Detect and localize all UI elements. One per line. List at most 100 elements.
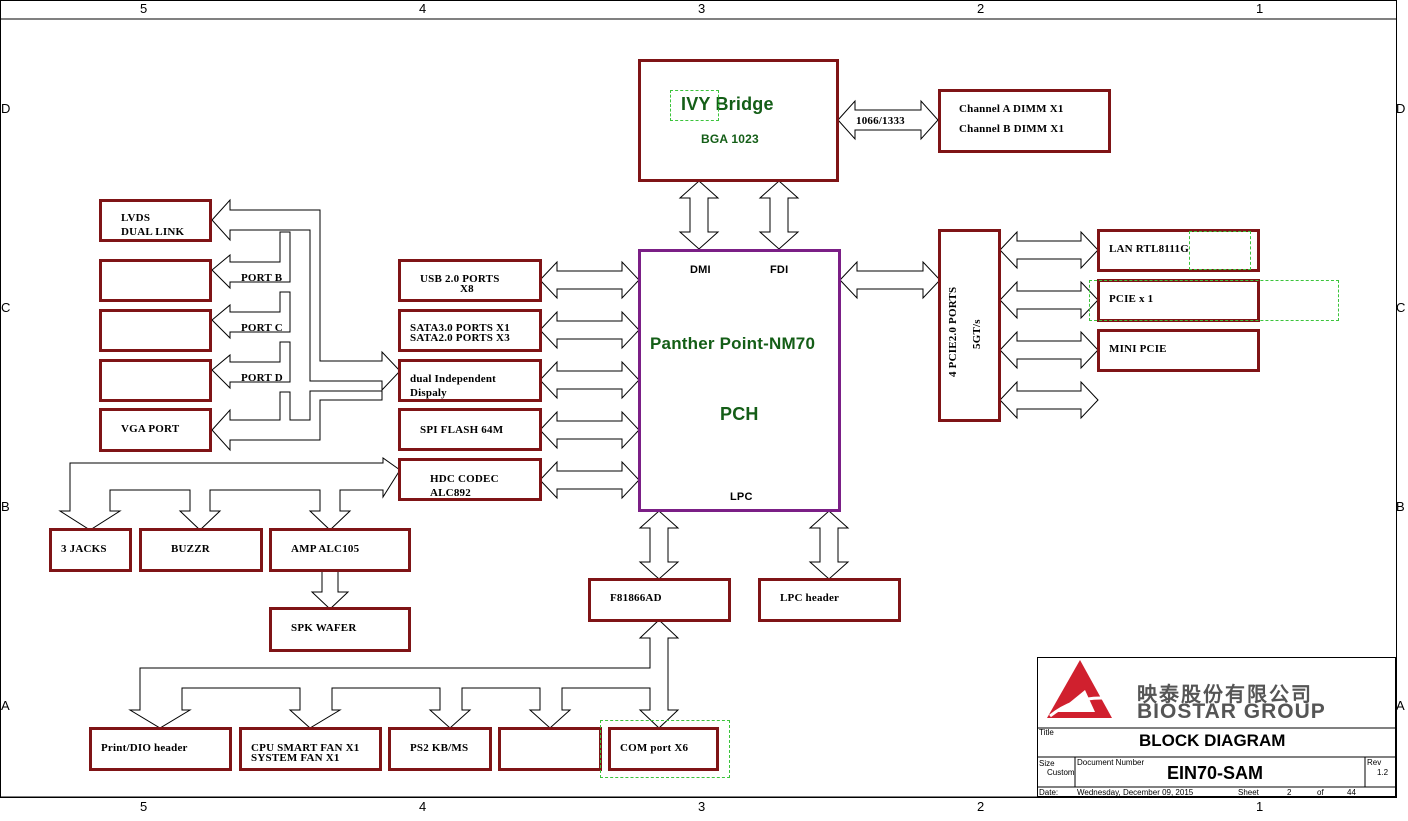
sata2-label: SATA2.0 PORTS X3 <box>410 332 510 344</box>
pch-name: Panther Point-NM70 <box>650 334 816 353</box>
system-fan-label: SYSTEM FAN X1 <box>251 752 340 764</box>
pcie-x1-block[interactable]: PCIE x 1 <box>1097 279 1260 322</box>
ps2-block[interactable]: PS2 KB/MS <box>388 727 492 771</box>
ruler-right-d: D <box>1396 101 1406 116</box>
memory-speed: 1066/1333 <box>856 115 905 127</box>
hdc-codec-label: HDC CODEC <box>430 473 499 485</box>
rev-value: 1.2 <box>1377 768 1389 777</box>
port-d-block[interactable] <box>99 359 212 402</box>
arrow-port-c <box>211 291 291 340</box>
amp-block[interactable]: AMP ALC105 <box>269 528 411 572</box>
cpu-name: IVY Bridge <box>681 94 774 114</box>
spi-flash-block[interactable]: SPI FLASH 64M <box>398 408 542 451</box>
ruler-left-c: C <box>1 300 11 315</box>
ruler-top-5: 5 <box>140 1 148 16</box>
vga-port-block[interactable]: VGA PORT <box>99 408 212 452</box>
ruler-left-b: B <box>1 499 10 514</box>
speaker-wafer-block[interactable]: SPK WAFER <box>269 607 411 652</box>
cpu-fan-label: CPU SMART FAN X1 <box>251 742 360 754</box>
lvds-label: LVDS <box>121 212 151 224</box>
speaker-wafer-label: SPK WAFER <box>291 622 357 634</box>
lvds-block[interactable]: LVDS DUAL LINK <box>99 199 212 242</box>
biostar-logo-icon <box>1047 660 1121 718</box>
sheet-caption: Sheet <box>1238 788 1259 797</box>
mini-pcie-label: MINI PCIE <box>1109 343 1167 355</box>
spi-flash-label: SPI FLASH 64M <box>420 424 504 436</box>
usb-ports-label: USB 2.0 PORTS <box>420 273 500 285</box>
com-port-label: COM port X6 <box>620 742 689 754</box>
sheet-number: 2 <box>1287 788 1292 797</box>
arrow-pcie-spare <box>999 380 1099 420</box>
ruler-top-3: 3 <box>698 1 706 16</box>
buzzer-block[interactable]: BUZZR <box>139 528 263 572</box>
ruler-left-a: A <box>1 698 10 713</box>
ps2-label: PS2 KB/MS <box>410 742 469 754</box>
hdc-codec-block[interactable]: HDC CODEC ALC892 <box>398 458 542 501</box>
lpc-header-block[interactable]: LPC header <box>758 578 901 622</box>
jacks-label: 3 JACKS <box>61 543 107 555</box>
size-value: Custom <box>1047 768 1075 777</box>
port-c-label: PORT C <box>241 322 283 334</box>
memory-channel-a: Channel A DIMM X1 <box>959 103 1064 115</box>
superio-block[interactable]: F81866AD <box>588 578 731 622</box>
selection-marker-cpu <box>670 90 719 121</box>
ruler-bottom-4: 4 <box>419 799 427 814</box>
pcie-ports-block[interactable]: 4 PCIE2.0 PORTS 5GT/s <box>938 229 1001 422</box>
port-c-block[interactable] <box>99 309 212 352</box>
ruler-top-4: 4 <box>419 1 427 16</box>
title-caption: Title <box>1039 728 1054 737</box>
date-value: Wednesday, December 09, 2015 <box>1077 788 1194 797</box>
fan-block[interactable]: CPU SMART FAN X1 SYSTEM FAN X1 <box>239 727 382 771</box>
ruler-top-1: 1 <box>1256 1 1264 16</box>
ruler-bottom-2: 2 <box>977 799 985 814</box>
ruler-bottom-1: 1 <box>1256 799 1264 814</box>
mini-pcie-block[interactable]: MINI PCIE <box>1097 329 1260 372</box>
pch-dmi-label: DMI <box>690 264 711 276</box>
document-number: EIN70-SAM <box>1167 763 1264 783</box>
port-d-label: PORT D <box>241 372 283 384</box>
com-port-block[interactable]: COM port X6 <box>608 727 719 771</box>
buzzer-label: BUZZR <box>171 543 210 555</box>
memory-block[interactable]: Channel A DIMM X1 Channel B DIMM X1 <box>938 89 1111 153</box>
title-value: BLOCK DIAGRAM <box>1139 731 1286 750</box>
superio-label: F81866AD <box>610 592 662 604</box>
cpu-package: BGA 1023 <box>701 132 759 146</box>
selection-marker-lan <box>1189 231 1251 270</box>
print-dio-block[interactable]: Print/DIO header <box>89 727 232 771</box>
amp-label: AMP ALC105 <box>291 543 360 555</box>
lan-label: LAN RTL8111G <box>1109 243 1189 255</box>
usb-count-label: X8 <box>460 283 474 295</box>
pch-block[interactable]: DMI FDI Panther Point-NM70 PCH LPC <box>638 249 841 512</box>
date-caption: Date: <box>1039 788 1059 797</box>
ruler-left-d: D <box>1 101 11 116</box>
dual-display-block[interactable]: dual Independent Dispaly <box>398 359 542 402</box>
lpc-header-label: LPC header <box>780 592 840 604</box>
pcie-x1-label: PCIE x 1 <box>1109 293 1154 305</box>
sata-block[interactable]: SATA3.0 PORTS X1 SATA2.0 PORTS X3 <box>398 309 542 352</box>
usb-block[interactable]: USB 2.0 PORTS X8 <box>398 259 542 302</box>
dual-display-label: dual Independent <box>410 373 497 385</box>
ruler-bottom-5: 5 <box>140 799 148 814</box>
spare-device-block[interactable] <box>498 727 602 771</box>
ruler-right-b: B <box>1396 499 1405 514</box>
print-dio-label: Print/DIO header <box>101 742 188 754</box>
lan-block[interactable]: LAN RTL8111G <box>1097 229 1260 272</box>
jacks-block[interactable]: 3 JACKS <box>49 528 132 572</box>
selection-marker-com <box>600 720 730 778</box>
sata3-label: SATA3.0 PORTS X1 <box>410 322 510 334</box>
memory-channel-b: Channel B DIMM X1 <box>959 123 1065 135</box>
pch-sub: PCH <box>720 404 759 424</box>
logo-chinese-name: 映泰股份有限公司 <box>1137 684 1313 706</box>
of-caption: of <box>1317 788 1324 797</box>
port-b-label: PORT B <box>241 272 283 284</box>
vga-port-label: VGA PORT <box>121 423 180 435</box>
lvds-dual-link-label: DUAL LINK <box>121 226 185 238</box>
pch-lpc-label: LPC <box>730 491 753 503</box>
pch-fdi-label: FDI <box>770 264 789 276</box>
port-b-block[interactable] <box>99 259 212 302</box>
sheet-total: 44 <box>1347 788 1356 797</box>
ruler-right-c: C <box>1396 300 1406 315</box>
arrow-superio-bus <box>128 619 680 729</box>
